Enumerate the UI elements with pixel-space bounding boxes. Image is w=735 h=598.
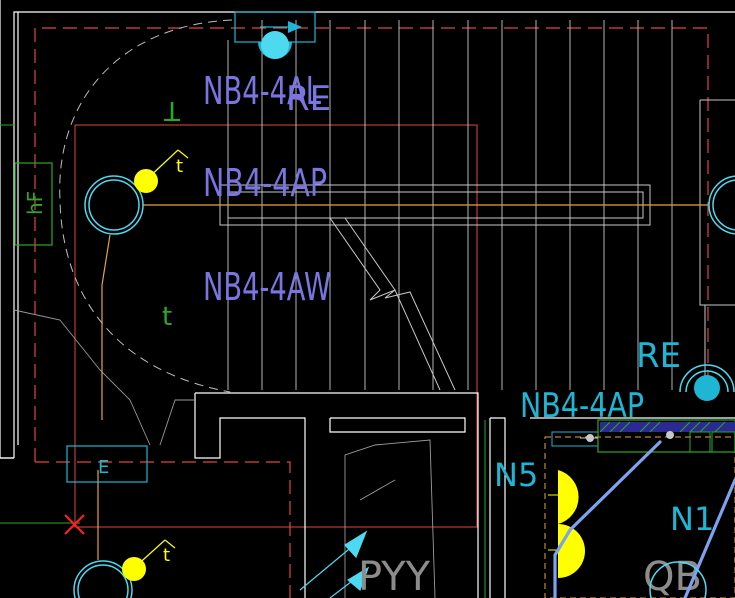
emergency-box-label: E (98, 457, 109, 478)
ceiling-lamp-icon[interactable] (84, 175, 144, 235)
circuit-label-nb4-4al: NB4-4AL (203, 69, 321, 113)
panel-label-n1: N1 (670, 500, 714, 538)
cyan-arrow-icon (299, 530, 370, 598)
red-solid-lines (74, 124, 478, 528)
hf-panel-box[interactable]: hF (14, 162, 53, 246)
distribution-panel-icon[interactable] (544, 419, 735, 598)
circuit-label-nb4-4ap-cyan: NB4-4AP (520, 386, 644, 426)
socket-connector (548, 494, 558, 551)
ceiling-lamp-icon[interactable] (649, 561, 707, 598)
room-label-pyy: PYY (358, 554, 431, 598)
arrow-right-icon (288, 21, 302, 33)
ceiling-lamp-icon[interactable] (708, 175, 735, 235)
emergency-box[interactable]: E (66, 445, 148, 483)
wall-switch-icon[interactable] (122, 539, 176, 581)
cable-run (553, 440, 735, 598)
re-label-right: RE (636, 336, 681, 376)
ceiling-lamp-icon[interactable] (73, 560, 133, 598)
green-wire (0, 124, 486, 598)
room-label-qb: QB (643, 554, 702, 598)
switch-label-top: t (176, 156, 183, 177)
wall-switch-icon[interactable] (134, 149, 189, 193)
ceiling-lamp-icon[interactable] (258, 31, 292, 59)
circuit-label-nb4-4ap: NB4-4AP (203, 161, 327, 205)
cross-marker-icon[interactable] (64, 514, 85, 535)
green-t-label-mid: t (162, 302, 172, 332)
socket-icon[interactable] (558, 470, 585, 578)
cable-node-icon (586, 431, 674, 442)
stair-right-frame (699, 99, 735, 380)
circuit-label-nb4-4aw: NB4-4AW (203, 265, 331, 309)
emergency-lamp-icon[interactable] (679, 364, 735, 401)
green-t-label-top: T (164, 95, 181, 125)
switch-label-bottom: t (163, 545, 170, 566)
orange-wiring (97, 204, 708, 560)
re-overlap-label: RE (286, 79, 331, 119)
door-swing-arc (59, 19, 233, 393)
hf-panel-label: hF (23, 191, 47, 215)
grey-construction-lines (13, 309, 436, 598)
panel-label-n5: N5 (494, 456, 538, 494)
red-dashed-boundary (34, 27, 709, 598)
